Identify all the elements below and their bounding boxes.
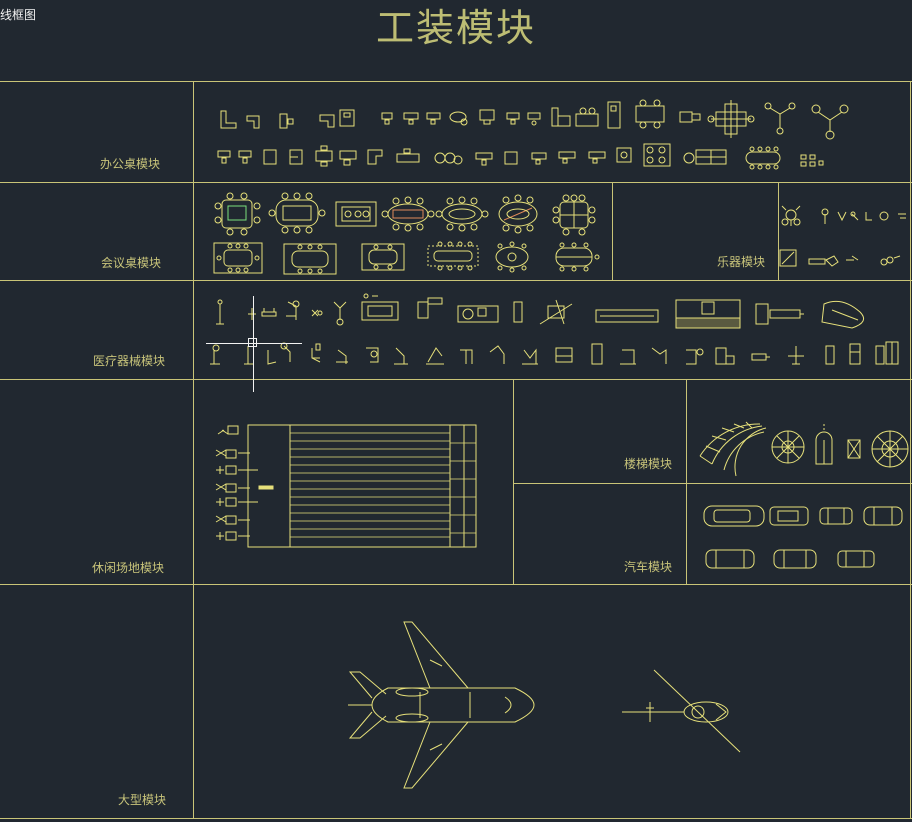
module-label-office-desk: 办公桌模块 (100, 157, 161, 171)
drawing-title: 工装模块 (375, 6, 536, 50)
car-blocks[interactable] (703, 505, 903, 569)
medical-equipment-row2[interactable] (210, 341, 899, 365)
leisure-area-plan[interactable] (215, 424, 477, 548)
module-label-meeting-table: 会议桌模块 (101, 256, 162, 270)
module-label-stairs: 楼梯模块 (624, 457, 673, 471)
frame-line (0, 379, 912, 380)
airplane-block[interactable] (348, 621, 535, 789)
module-label-car: 汽车模块 (624, 560, 673, 574)
frame-line (193, 81, 194, 818)
frame-line (778, 182, 779, 280)
medical-equipment-row1[interactable] (216, 293, 865, 329)
office-desk-block-row2[interactable] (217, 143, 824, 170)
frame-line (0, 182, 912, 183)
module-label-medical: 医疗器械模块 (93, 354, 166, 368)
crosshair-cursor-horizontal (206, 343, 302, 344)
frame-line (513, 379, 514, 584)
frame-line (0, 584, 912, 585)
helicopter-block[interactable] (622, 669, 741, 753)
viewport-label[interactable]: 线框图 (0, 8, 37, 22)
frame-line (514, 483, 912, 484)
module-label-instrument: 乐器模块 (717, 255, 766, 269)
module-label-large: 大型模块 (118, 793, 167, 807)
crosshair-cursor-vertical (253, 296, 254, 392)
office-desk-block-row1[interactable] (220, 99, 849, 140)
frame-line (0, 280, 912, 281)
frame-line (612, 182, 613, 280)
module-label-leisure: 休闲场地模块 (92, 561, 165, 575)
frame-line (0, 81, 912, 82)
frame-line (0, 818, 912, 819)
frame-line (686, 379, 687, 584)
frame-line (910, 81, 911, 818)
crosshair-pickbox (248, 338, 257, 347)
stairs-blocks[interactable] (699, 421, 909, 477)
instrument-blocks[interactable] (779, 205, 906, 267)
meeting-table-blocks[interactable] (213, 192, 600, 275)
